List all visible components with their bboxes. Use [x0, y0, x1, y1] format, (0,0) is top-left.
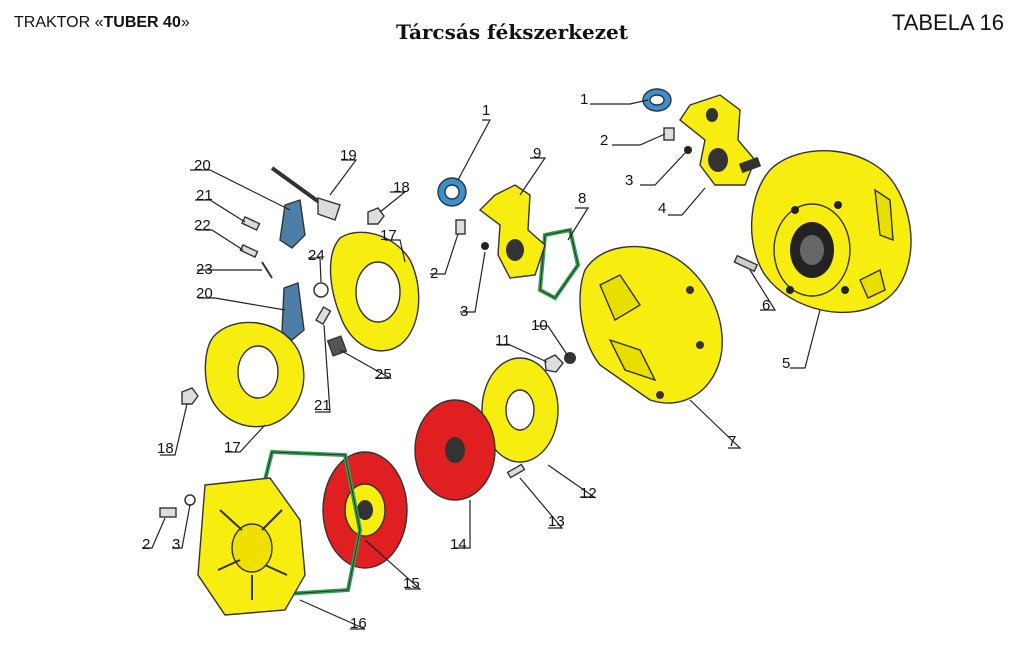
part-6-stud	[733, 254, 759, 273]
callout-2-top: 2	[600, 132, 608, 149]
part-17-plate-lower	[204, 321, 305, 428]
callout-21-upper: 21	[196, 187, 213, 204]
callout-14: 14	[450, 536, 467, 553]
part-2-bolt-lower	[159, 507, 177, 518]
table-number: TABELA 16	[891, 10, 1004, 35]
callout-18-lower: 18	[157, 440, 174, 457]
part-2-bolt-mid	[455, 219, 466, 235]
callout-6: 6	[762, 297, 770, 314]
callout-1-top: 1	[580, 91, 588, 108]
part-11-nut	[544, 354, 564, 373]
part-19-rod	[270, 166, 341, 221]
callout-25: 25	[375, 366, 392, 383]
part-2-bolt-top	[663, 127, 675, 141]
part-12-plate	[481, 357, 559, 463]
callout-21-lower: 21	[314, 397, 331, 414]
part-14-disc-right	[414, 399, 496, 501]
callout-13: 13	[548, 513, 565, 530]
part-13-screw	[506, 463, 526, 479]
part-18-nut-lower	[181, 387, 199, 405]
part-10-washer	[564, 352, 576, 364]
callout-12: 12	[580, 485, 597, 502]
model-name: TUBER 40	[103, 14, 181, 31]
part-22-pin	[239, 243, 259, 259]
callout-20-upper: 20	[194, 157, 211, 174]
callout-4: 4	[658, 200, 666, 217]
part-24-ring	[313, 282, 329, 298]
part-8-gasket	[537, 227, 581, 301]
part-14-disc-left	[322, 451, 408, 569]
callout-2-lower: 2	[142, 536, 150, 553]
part-16-cover	[197, 477, 306, 616]
callout-15: 15	[403, 575, 420, 592]
part-4-bracket	[679, 94, 762, 186]
part-3-washer-mid	[481, 242, 489, 250]
part-3-washer-lower	[184, 494, 196, 506]
part-5-housing	[750, 150, 912, 313]
callout-2-mid: 2	[430, 265, 438, 282]
callout-16: 16	[350, 615, 367, 632]
callouts: 1 2 3 4 5 6 7 8 9 1 2 3 10 11 12 13 14	[142, 91, 821, 632]
callout-17-lower: 17	[224, 439, 241, 456]
part-1-seal-top	[642, 88, 672, 112]
part-23-cotter	[261, 261, 273, 279]
page-title: Tárcsás fékszerkezet	[395, 20, 629, 44]
part-17-plate-upper	[329, 231, 420, 352]
part-21-bolt-upper	[241, 215, 261, 231]
part-9-bracket	[478, 184, 546, 279]
callout-5: 5	[782, 355, 790, 372]
part-25-spring	[326, 335, 348, 357]
callout-3-top: 3	[625, 172, 633, 189]
part-20-link-upper	[279, 199, 306, 249]
callout-11: 11	[495, 332, 511, 349]
callout-23: 23	[196, 261, 213, 278]
callout-3-lower: 3	[172, 536, 180, 553]
callout-8: 8	[578, 190, 586, 207]
callout-18-upper: 18	[393, 179, 410, 196]
callout-7: 7	[728, 433, 736, 450]
callout-3-mid: 3	[460, 303, 468, 320]
part-21-bolt-lower	[315, 306, 332, 326]
part-1-seal-mid	[437, 177, 467, 207]
callout-9: 9	[533, 145, 541, 162]
part-20-link-lower	[281, 282, 305, 341]
part-7-housing	[579, 245, 723, 404]
callout-20-lower: 20	[196, 285, 213, 302]
header-left: TRAKTOR «TUBER 40»	[14, 14, 190, 31]
callout-17-upper: 17	[380, 227, 397, 244]
callout-19: 19	[340, 147, 357, 164]
callout-22: 22	[194, 217, 211, 234]
callout-24: 24	[308, 247, 325, 264]
callout-10: 10	[531, 317, 548, 334]
callout-1-mid: 1	[482, 102, 490, 119]
